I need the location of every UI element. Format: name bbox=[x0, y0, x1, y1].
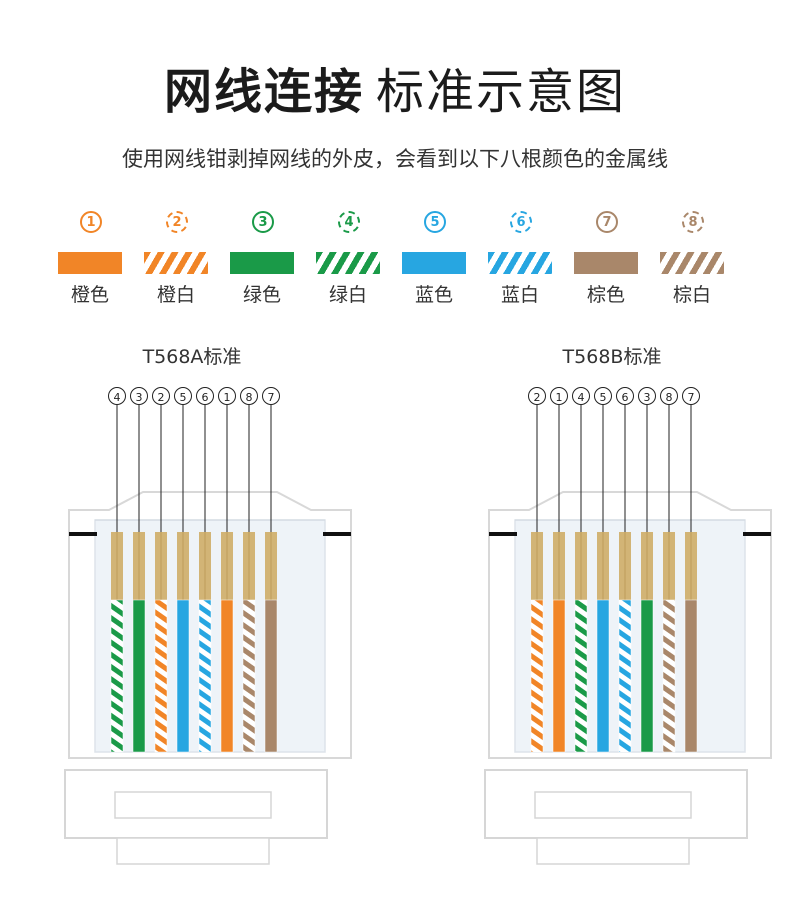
pin-number: 8 bbox=[666, 391, 673, 404]
legend-label: 绿白 bbox=[328, 284, 367, 306]
pin-number-circle bbox=[660, 387, 678, 405]
legend-item: 5 蓝色 bbox=[396, 205, 476, 306]
pin-number-circle bbox=[528, 387, 546, 405]
pin-number-circle bbox=[262, 387, 280, 405]
ridge-left bbox=[489, 532, 517, 536]
legend-label: 棕白 bbox=[672, 284, 711, 306]
pin-number-circle bbox=[616, 387, 634, 405]
legend-swatch bbox=[230, 252, 294, 274]
pin-number: 8 bbox=[246, 391, 253, 404]
legend-swatch bbox=[402, 252, 466, 274]
pin-number: 2 bbox=[534, 391, 541, 404]
pin-number: 3 bbox=[644, 391, 651, 404]
pin-number-circle bbox=[240, 387, 258, 405]
ridge-right bbox=[323, 532, 351, 536]
pin-number-circle bbox=[594, 387, 612, 405]
title-part1: 网线连接 bbox=[163, 64, 364, 120]
pin-number: 4 bbox=[114, 391, 121, 404]
subtitle: 使用网线钳剥掉网线的外皮，会看到以下八根颜色的金属线 bbox=[122, 147, 668, 171]
legend-item: 1 橙色 bbox=[52, 205, 132, 306]
legend-label: 蓝色 bbox=[414, 284, 453, 306]
wire bbox=[198, 599, 212, 753]
pin-number: 5 bbox=[180, 391, 187, 404]
legend-item: 2 橙白 bbox=[138, 205, 218, 306]
legend-label: 橙白 bbox=[156, 284, 195, 306]
t568a-title: T568A标准 bbox=[142, 346, 242, 368]
legend-number: 7 bbox=[596, 211, 618, 233]
title-part2: 标准示意图 bbox=[376, 64, 627, 120]
wire bbox=[176, 599, 190, 753]
wire bbox=[662, 599, 676, 753]
wire bbox=[684, 599, 698, 753]
wire bbox=[132, 599, 146, 753]
pin-number: 3 bbox=[136, 391, 143, 404]
pin-number: 6 bbox=[202, 391, 209, 404]
wire bbox=[220, 599, 234, 753]
boot-tail bbox=[116, 837, 270, 865]
boot-slot bbox=[114, 791, 272, 819]
pin-number: 7 bbox=[688, 391, 695, 404]
pin-number: 1 bbox=[556, 391, 563, 404]
wire bbox=[618, 599, 632, 753]
legend-number: 8 bbox=[682, 211, 704, 233]
wire bbox=[264, 599, 278, 753]
legend-swatch bbox=[316, 252, 380, 274]
boot-tail bbox=[536, 837, 690, 865]
boot-slot bbox=[534, 791, 692, 819]
ridge-right bbox=[743, 532, 771, 536]
color-legend: 1 橙色 2 橙白 3 绿色 4 绿白 5 蓝色 6 蓝白 7 棕色 8 棕白 bbox=[0, 205, 790, 315]
pin-number-circle bbox=[196, 387, 214, 405]
legend-swatch bbox=[58, 252, 122, 274]
legend-item: 4 绿白 bbox=[310, 205, 390, 306]
legend-swatch bbox=[574, 252, 638, 274]
legend-item: 6 蓝白 bbox=[482, 205, 562, 306]
t568b-title: T568B标准 bbox=[562, 346, 662, 368]
pin-number-circle bbox=[130, 387, 148, 405]
wire bbox=[596, 599, 610, 753]
t568b-connector: 2 1 4 5 6 3 8 7 bbox=[484, 387, 772, 865]
legend-number: 5 bbox=[424, 211, 446, 233]
wire bbox=[154, 599, 168, 753]
wire bbox=[574, 599, 588, 753]
legend-number: 3 bbox=[252, 211, 274, 233]
legend-number: 4 bbox=[338, 211, 360, 233]
legend-swatch bbox=[144, 252, 208, 274]
legend-item: 3 绿色 bbox=[224, 205, 304, 306]
pin-number-circle bbox=[218, 387, 236, 405]
pin-number: 6 bbox=[622, 391, 629, 404]
pin-number-circle bbox=[550, 387, 568, 405]
legend-label: 蓝白 bbox=[500, 284, 539, 306]
pin-number: 2 bbox=[158, 391, 165, 404]
legend-label: 绿色 bbox=[242, 284, 281, 306]
wire bbox=[640, 599, 654, 753]
pin-number-circle bbox=[572, 387, 590, 405]
legend-number: 1 bbox=[80, 211, 102, 233]
wire bbox=[242, 599, 256, 753]
pin-number-circle bbox=[108, 387, 126, 405]
wire bbox=[530, 599, 544, 753]
legend-swatch bbox=[488, 252, 552, 274]
legend-label: 棕色 bbox=[586, 284, 625, 306]
wire bbox=[552, 599, 566, 753]
legend-item: 7 棕色 bbox=[568, 205, 648, 306]
pin-number: 7 bbox=[268, 391, 275, 404]
pin-number-circle bbox=[682, 387, 700, 405]
pin-number-circle bbox=[638, 387, 656, 405]
pin-number-circle bbox=[152, 387, 170, 405]
pin-number: 4 bbox=[578, 391, 585, 404]
legend-swatch bbox=[660, 252, 724, 274]
wire bbox=[110, 599, 124, 753]
legend-item: 8 棕白 bbox=[654, 205, 734, 306]
ridge-left bbox=[69, 532, 97, 536]
t568a-connector: 4 3 2 5 6 1 8 7 bbox=[64, 387, 352, 865]
pin-number-circle bbox=[174, 387, 192, 405]
legend-number: 6 bbox=[510, 211, 532, 233]
legend-number: 2 bbox=[166, 211, 188, 233]
legend-label: 橙色 bbox=[70, 284, 109, 306]
pin-number: 5 bbox=[600, 391, 607, 404]
pin-number: 1 bbox=[224, 391, 231, 404]
page-title: 网线连接标准示意图 bbox=[0, 52, 790, 122]
